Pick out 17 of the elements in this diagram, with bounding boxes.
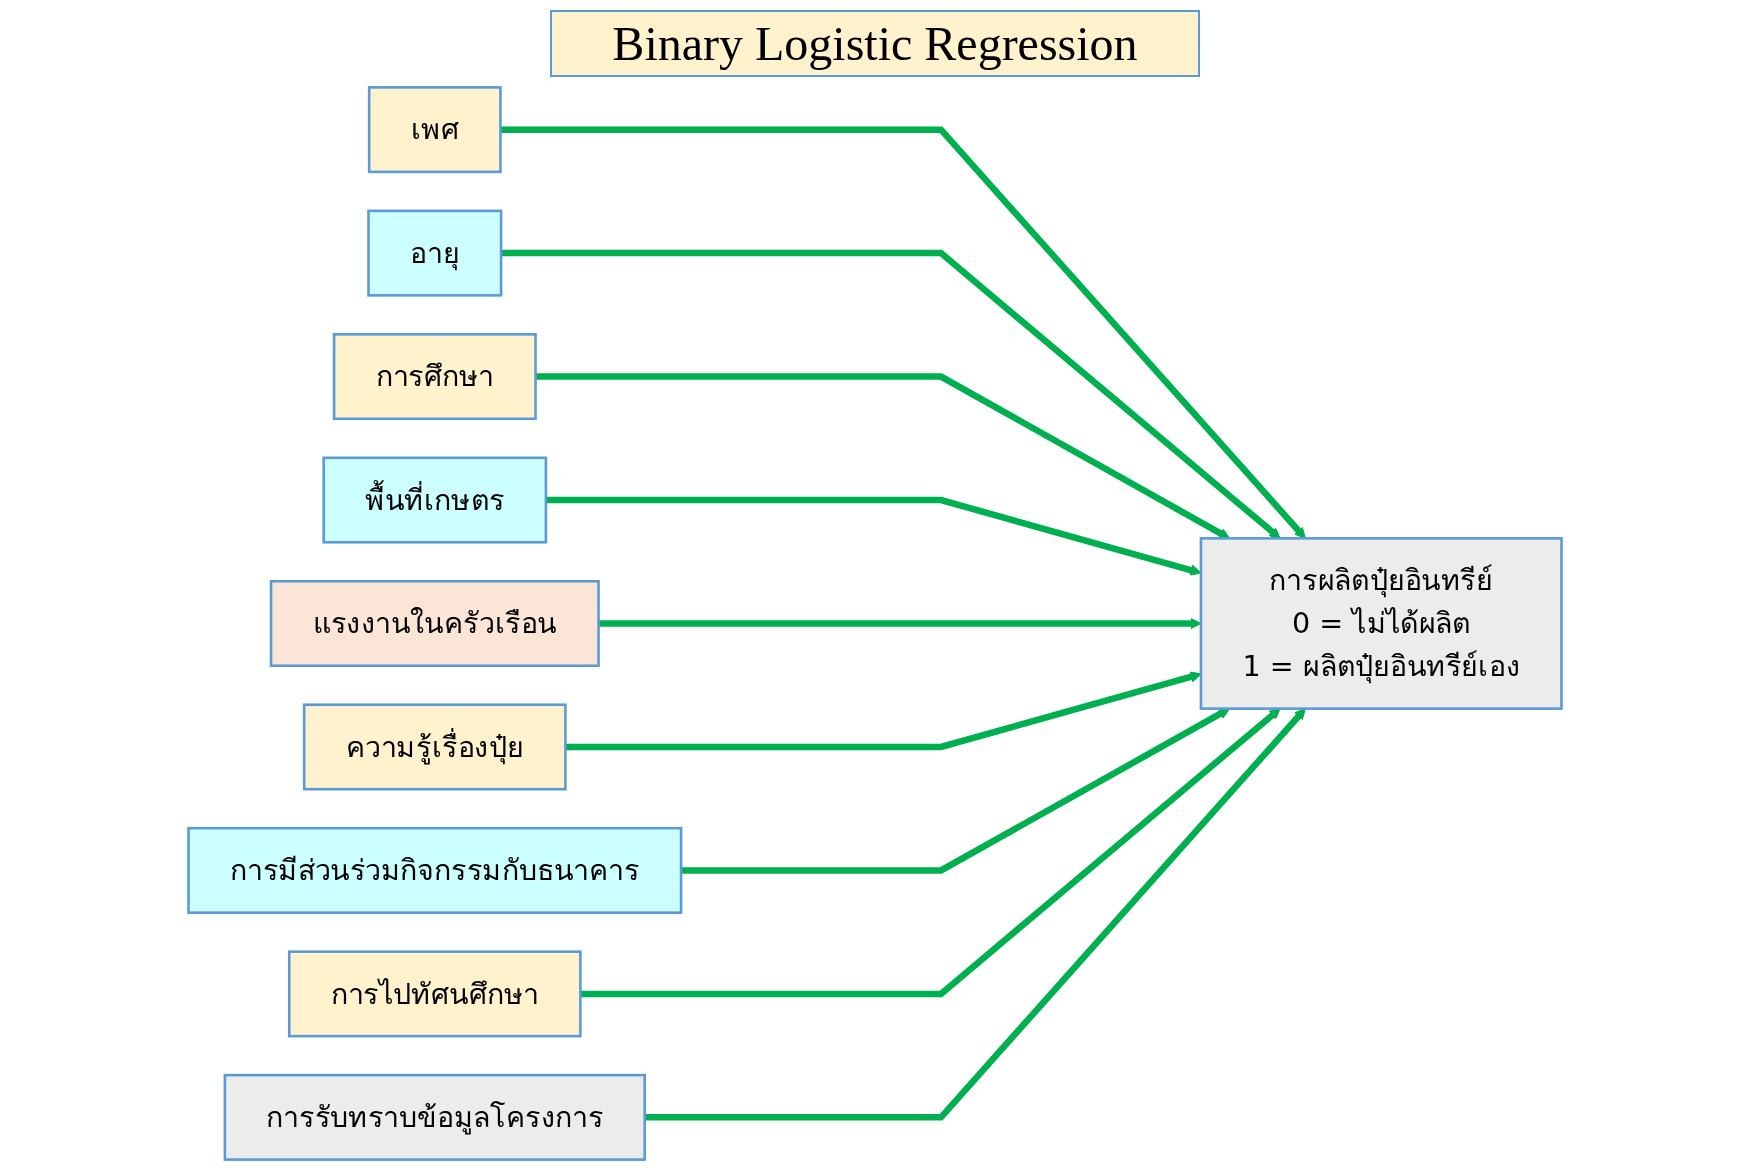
node-box: อายุ [367, 209, 503, 297]
diagram-title: Binary Logistic Regression [550, 10, 1200, 77]
node-box: พื้นที่เกษตร [322, 456, 548, 544]
node-box: การไปทัศนศึกษา [287, 950, 582, 1038]
node-box: การรับทราบข้อมูลโครงการ [223, 1073, 646, 1161]
node-box: การผลิตปุ๋ยอินทรีย์ 0 = ไม่ได้ผลิต 1 = ผลิตปุ๋ยอินทรีย์เอง [1199, 537, 1563, 710]
arrow [580, 708, 1281, 998]
node-box: การศึกษา [332, 333, 537, 421]
node-box: แรงงานในครัวเรือน [269, 579, 600, 668]
arrow [501, 249, 1281, 539]
arrow [535, 373, 1230, 539]
arrow [681, 708, 1230, 874]
arrow [644, 708, 1306, 1121]
arrow [500, 126, 1306, 539]
node-box: ความรู้เรื่องปุ๋ย [302, 703, 567, 791]
node-box: เพศ [367, 86, 502, 174]
node-box: การมีส่วนร่วมกิจกรรมกับธนาคาร [187, 826, 683, 914]
